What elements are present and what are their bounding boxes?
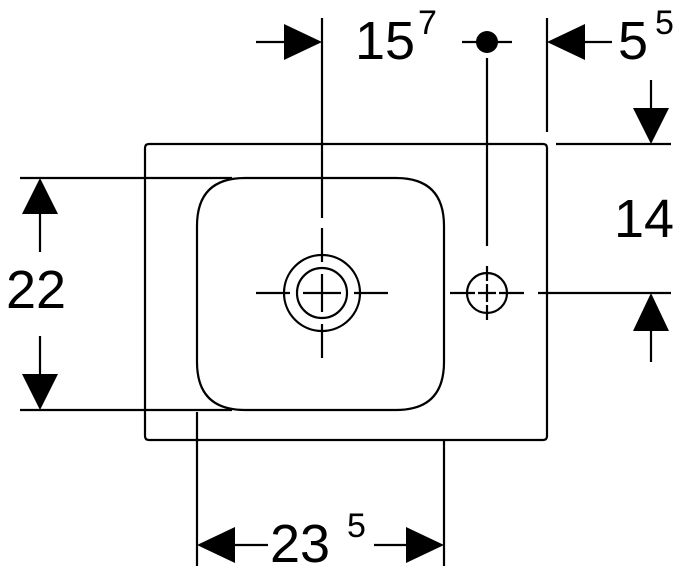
dim-top-left-sup: 7: [418, 4, 437, 42]
dim-top-right-sup: 5: [655, 4, 674, 42]
dim-bottom-sup: 5: [347, 507, 366, 545]
dim-bottom-main: 23: [270, 514, 330, 572]
bowl-outline: [195, 176, 446, 412]
arrowheads: [22, 24, 669, 563]
basin-outline: [143, 142, 549, 442]
dim-left-side: 22: [6, 260, 66, 320]
tap-position-marker: [476, 31, 498, 53]
tap-hole: [450, 266, 524, 320]
dim-top-left-main: 15: [355, 11, 415, 71]
dim-right-side: 14: [614, 189, 674, 249]
dim-top-right-main: 5: [618, 11, 648, 71]
extension-lines: [20, 18, 671, 566]
drain: [256, 228, 388, 358]
